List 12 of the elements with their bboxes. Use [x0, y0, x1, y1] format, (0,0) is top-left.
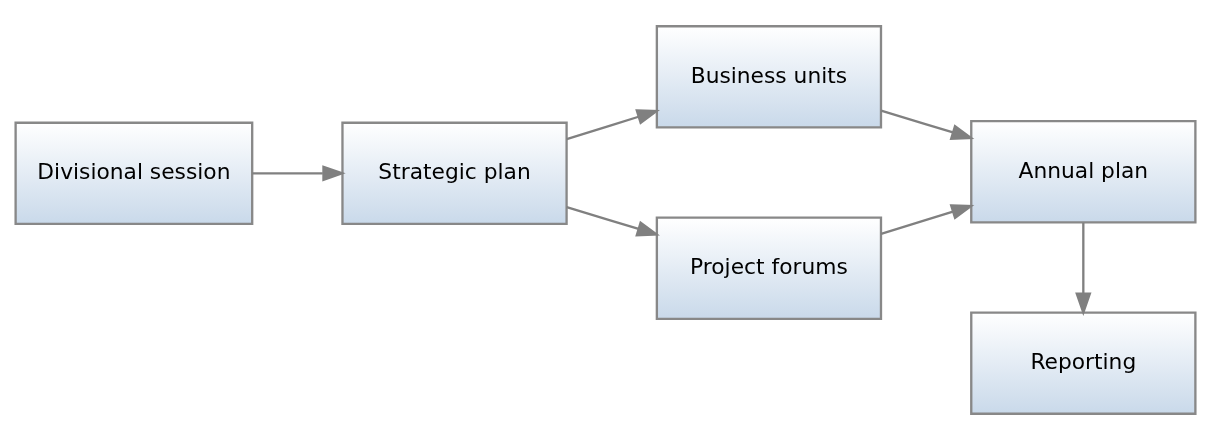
arrow [252, 165, 346, 182]
arrow [880, 204, 975, 236]
node-box: Reporting [970, 311, 1197, 415]
arrow [566, 205, 660, 237]
node-box: Annual plan [970, 120, 1197, 224]
node-box: Divisional session [14, 121, 254, 226]
arrow [1075, 222, 1092, 316]
node-box: Strategic plan [341, 121, 568, 226]
node-box: Project forums [655, 216, 883, 320]
arrow [566, 109, 660, 141]
arrow [880, 109, 975, 140]
node-box: Business units [655, 25, 883, 129]
